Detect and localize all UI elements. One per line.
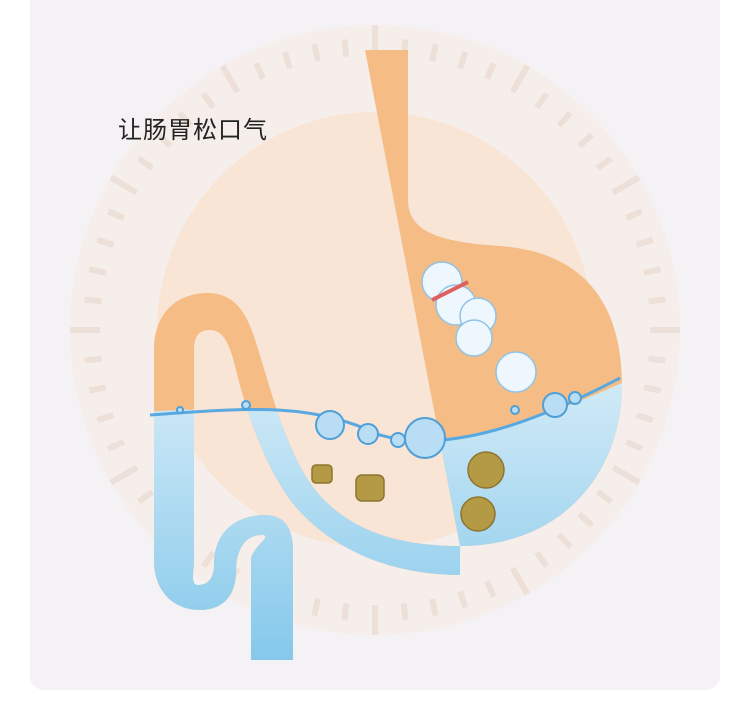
- dial-tick: [611, 174, 641, 196]
- dial-tick: [577, 511, 595, 528]
- dial-tick: [643, 266, 662, 276]
- probiotic-mascots: [421, 261, 537, 393]
- dial-tick: [484, 580, 497, 598]
- dial-tick: [648, 355, 666, 364]
- dial-tick: [509, 566, 531, 596]
- dial-tick: [635, 412, 654, 424]
- dial-tick: [96, 236, 115, 248]
- dial-tick: [253, 62, 266, 80]
- dial-tick: [107, 439, 125, 452]
- dial-tick: [84, 355, 102, 364]
- dial-tick: [88, 266, 107, 276]
- dial-tick: [281, 51, 293, 70]
- bubbles: [176, 391, 582, 459]
- dial-tick: [200, 550, 216, 568]
- dial-tick: [88, 384, 107, 394]
- dial-tick: [137, 489, 155, 505]
- dial-tick: [200, 92, 216, 110]
- dial-tick: [556, 532, 573, 550]
- dial-tick: [429, 43, 439, 62]
- dial-tick: [429, 598, 439, 617]
- dial-tick: [177, 110, 194, 128]
- dial-tick: [219, 64, 241, 94]
- dial-tick: [137, 155, 155, 171]
- dial-tick: [484, 62, 497, 80]
- dial-tick: [109, 464, 139, 486]
- dial-tick: [109, 174, 139, 196]
- headline: 让肠胃松口气: [118, 116, 268, 144]
- dial-tick: [556, 110, 573, 128]
- dial-tick: [643, 384, 662, 394]
- dial-tick: [155, 132, 173, 149]
- dial-tick: [595, 489, 613, 505]
- dial-tick: [311, 598, 321, 617]
- dial-tick: [595, 155, 613, 171]
- dial-tick: [577, 132, 595, 149]
- dial-tick: [635, 236, 654, 248]
- dial-tick: [625, 208, 643, 221]
- dial-tick: [509, 64, 531, 94]
- dial-tick: [84, 296, 102, 305]
- dial-tick: [107, 208, 125, 221]
- dial-tick: [341, 603, 350, 621]
- dial-tick: [341, 39, 350, 57]
- dial-tick: [534, 550, 550, 568]
- dial-tick: [311, 43, 321, 62]
- dial-tick: [96, 412, 115, 424]
- dial-tick: [457, 590, 469, 609]
- dial-tick: [648, 296, 666, 305]
- dial-tick: [400, 603, 409, 621]
- food-particles: [311, 451, 505, 532]
- dial-tick: [534, 92, 550, 110]
- dial-tick: [611, 464, 641, 486]
- dial-tick: [625, 439, 643, 452]
- dial-tick: [457, 51, 469, 70]
